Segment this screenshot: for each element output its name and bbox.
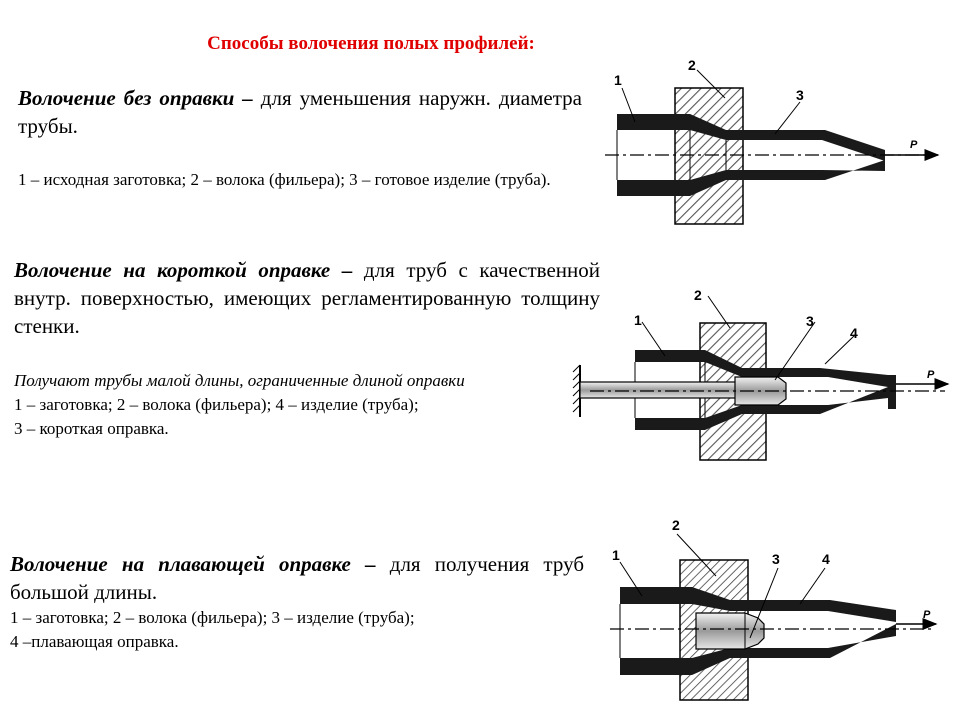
tube-upper-wall: [617, 114, 885, 161]
section2-description: для труб с качественной внутр. поверхнос…: [14, 258, 600, 338]
figure-drawing-short-mandrel: P 1 2 3 4: [572, 287, 950, 461]
leader-line: [749, 567, 779, 639]
section2-text: Волочение на короткой оправке – для труб…: [14, 256, 600, 340]
section2-heading: Волочение на короткой оправке –: [14, 258, 353, 282]
section1-description: для уменьшения наружн. диаметра трубы.: [18, 86, 582, 138]
force-label: P: [927, 369, 935, 381]
leader-line: [799, 567, 826, 605]
label-3: 3: [796, 87, 804, 103]
die-2: [674, 87, 744, 225]
label-2: 2: [672, 517, 680, 533]
section3-text: Волочение на плавающей оправке – для пол…: [10, 550, 584, 606]
leader-line: [774, 101, 801, 135]
leader-line: [824, 334, 856, 365]
force-label: P: [910, 139, 918, 151]
leader-line: [774, 321, 816, 381]
leader-line: [696, 69, 726, 99]
tube-lower-wall: [635, 387, 888, 430]
page-title: Способы волочения полых профилей:: [207, 33, 535, 54]
section3-legend: 1 – заготовка; 2 – волока (фильера); 3 –…: [10, 606, 570, 654]
section2-legend-line1: 1 – заготовка; 2 – волока (фильера); 4 –…: [14, 395, 419, 414]
label-4: 4: [850, 325, 858, 341]
label-1: 1: [612, 547, 620, 563]
leader-line: [676, 533, 717, 577]
leader-line: [619, 561, 643, 597]
product-tube-end: [888, 375, 896, 409]
floating-mandrel-4: [695, 612, 765, 650]
leader-line: [621, 87, 636, 123]
mandrel-rod: [579, 381, 741, 399]
section3-heading: Волочение на плавающей оправке –: [10, 552, 376, 576]
label-3: 3: [772, 551, 780, 567]
force-label: P: [923, 609, 931, 621]
tube-lower-wall: [620, 624, 896, 675]
leader-line: [707, 295, 731, 329]
support-hatch: [572, 364, 581, 413]
tube-lower-wall: [617, 160, 885, 196]
section1-text: Волочение без оправки – для уменьшения н…: [18, 84, 582, 140]
figure-drawing-floating-mandrel: P 1 2 3 4: [610, 517, 938, 701]
label-1: 1: [634, 312, 642, 328]
label-2: 2: [694, 287, 702, 303]
section2-legend-line2: 3 – короткая оправка.: [14, 419, 169, 438]
leader-line: [641, 321, 666, 357]
section2-note: Получают трубы малой длины, ограниченные…: [14, 371, 465, 390]
section3-description: для получения труб большой длины.: [10, 552, 585, 604]
label-2: 2: [688, 60, 696, 73]
section1-heading: Волочение без оправки –: [18, 86, 253, 110]
section1-legend: 1 – исходная заготовка; 2 – волока (филь…: [18, 170, 551, 189]
section3-legend-line1: 1 – заготовка; 2 – волока (фильера); 3 –…: [10, 608, 415, 627]
section2-legend: Получают трубы малой длины, ограниченные…: [14, 369, 584, 441]
section3-legend-line2: 4 –плавающая оправка.: [10, 632, 179, 651]
tube-upper-wall: [620, 587, 896, 622]
label-4: 4: [822, 551, 830, 567]
label-1: 1: [614, 72, 622, 88]
figure-drawing-without-mandrel: P 1 2 3: [605, 60, 940, 225]
tube-upper-wall: [635, 350, 888, 387]
label-3: 3: [806, 313, 814, 329]
